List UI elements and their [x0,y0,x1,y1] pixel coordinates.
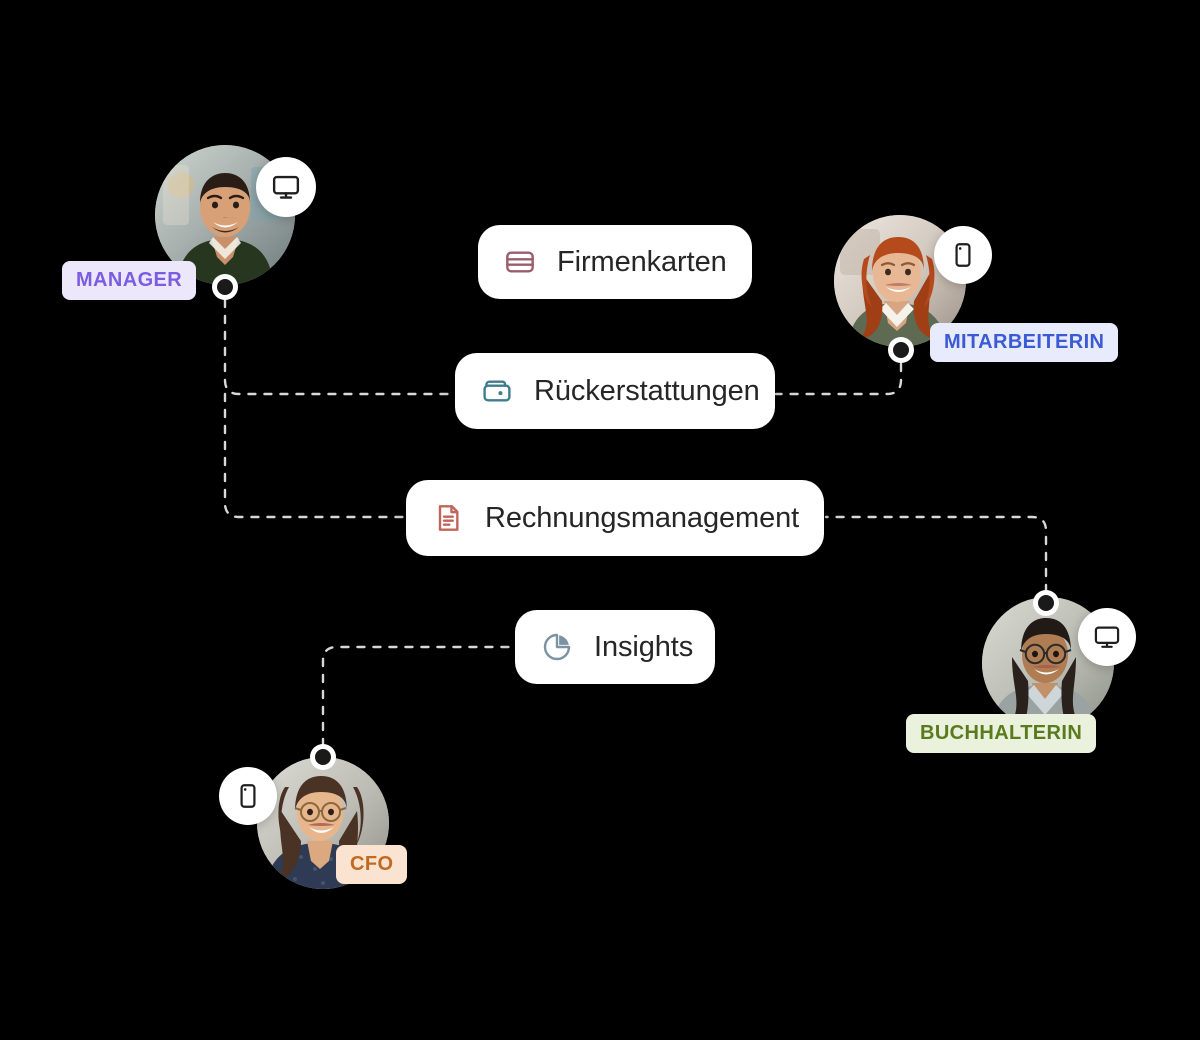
avatar-photo-cfo [257,757,389,889]
connector-node-dot [888,337,914,363]
connector-buchhalterin [824,515,1048,594]
role-badge-label: MITARBEITERIN [944,331,1105,353]
role-badge-label: BUCHHALTERIN [920,722,1083,744]
connector-manager-lower [223,392,406,519]
role-badge-label: MANAGER [76,269,183,291]
feature-label: Firmenkarten [557,245,727,278]
role-badge-manager: MANAGER [62,261,197,300]
pie-chart-icon [541,631,573,663]
feature-label: Insights [594,630,694,663]
desktop-monitor-icon [256,157,316,217]
connector-node-dot [1033,590,1059,616]
feature-pill-firmenkarten[interactable]: Firmenkarten [478,225,752,299]
role-badge-mitarbeiterin: MITARBEITERIN [930,323,1119,362]
feature-pill-insights[interactable]: Insights [515,610,715,684]
wallet-icon [481,375,513,407]
connector-node-dot [310,744,336,770]
desktop-monitor-icon [1078,608,1136,666]
connector-mitarbeiterin [774,362,903,396]
connector-cfo [321,645,515,748]
role-badge-buchhalterin: BUCHHALTERIN [906,714,1097,753]
feature-pill-rechnungsmanagement[interactable]: Rechnungsmanagement [406,480,824,556]
connector-node-dot [212,274,238,300]
document-icon [432,502,464,534]
feature-label: Rückerstattungen [534,374,760,407]
smartphone-icon [934,226,992,284]
feature-label: Rechnungsmanagement [485,501,800,534]
feature-pill-rueckerstattungen[interactable]: Rückerstattungen [455,353,775,429]
role-badge-label: CFO [350,853,394,875]
connector-manager [223,298,454,396]
smartphone-icon [219,767,277,825]
role-badge-cfo: CFO [336,845,408,884]
credit-card-icon [504,246,536,278]
avatar [257,757,389,889]
